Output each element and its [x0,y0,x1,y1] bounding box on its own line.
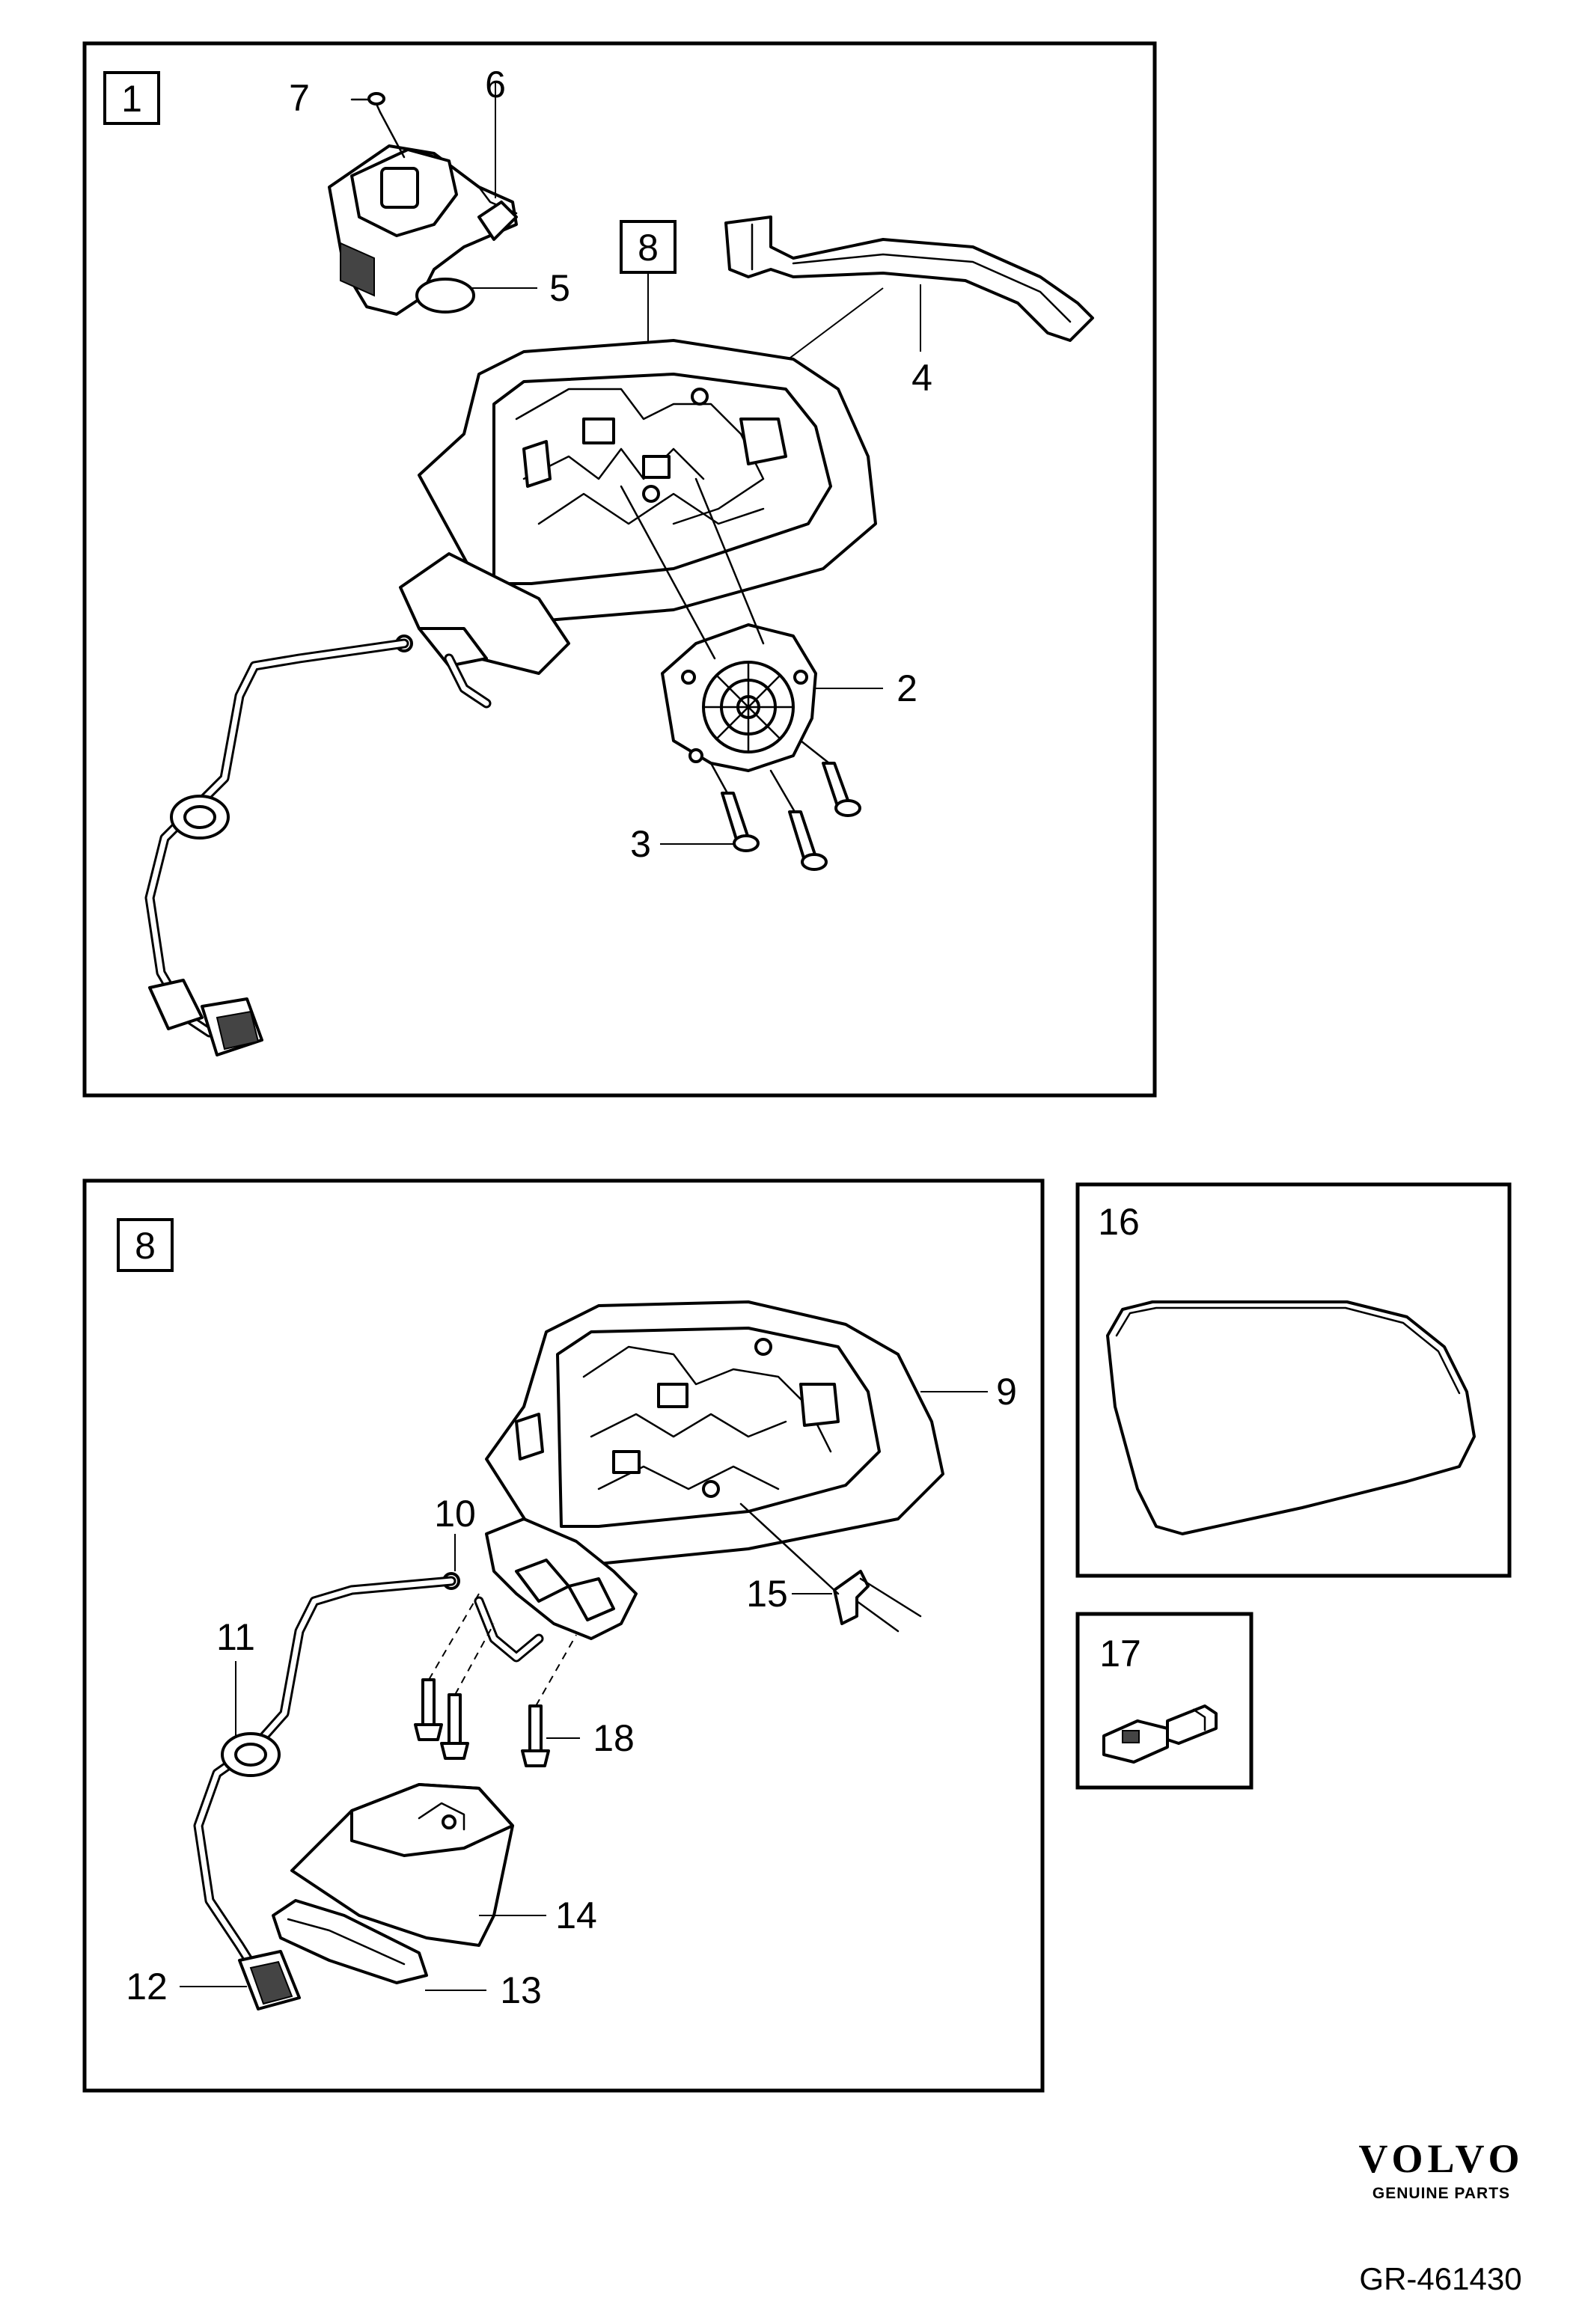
brand-block: VOLVO GENUINE PARTS GR-461430 [1359,2136,1524,2296]
callout-2: 2 [897,667,917,709]
callout-14: 14 [555,1895,597,1936]
group-label-8: 8 [135,1225,156,1267]
part-4-turn-signal[interactable] [724,215,1094,342]
part-2-mirror-motor[interactable] [661,623,817,772]
group-label-1: 1 [121,78,142,120]
panel-1-frame [82,41,1157,1098]
callout-12: 12 [126,1966,168,2007]
brand-tagline: GENUINE PARTS [1372,2185,1510,2202]
callout-7: 7 [289,77,310,119]
part-16-mirror-glass[interactable] [1106,1300,1476,1535]
callout-5: 5 [549,267,570,309]
callout-18: 18 [593,1717,635,1759]
callout-6: 6 [485,64,506,106]
group-label-8-ref: 8 [638,227,659,269]
part-17-connector[interactable] [1102,1704,1218,1764]
callout-9: 9 [996,1371,1017,1413]
panel-17: 17 [1075,1612,1253,1790]
part-14-base-cover[interactable] [290,1783,514,1947]
group-box-8 [117,1218,174,1272]
diagram-reference: GR-461430 [1359,2261,1521,2296]
callout-10: 10 [434,1493,476,1535]
mirror-housing-assembly[interactable] [418,339,877,623]
panel-17-frame [1075,1612,1253,1790]
panel-1: 1 7 6 5 8 [82,41,1157,1098]
callout-13: 13 [500,1969,542,2011]
part-6-bracket[interactable] [328,111,518,316]
brand-logo: VOLVO [1359,2136,1524,2181]
callout-3: 3 [630,823,651,865]
panel-8-frame [82,1178,1045,2093]
group-box-1 [103,71,160,125]
part-3-screws[interactable] [709,739,861,871]
part-18-bolts[interactable] [414,1593,577,1767]
callout-17: 17 [1099,1633,1141,1675]
part-12-connector[interactable] [238,1950,301,2010]
part-7-screw[interactable] [350,92,385,114]
panel-8: 8 9 15 [82,1178,1045,2093]
callout-11: 11 [216,1616,255,1658]
part-9-mirror-housing[interactable] [485,1300,944,1565]
wiring-harness-1[interactable] [144,638,492,1056]
callout-15: 15 [746,1573,788,1615]
callout-4: 4 [911,357,932,399]
part-13-gasket[interactable] [272,1899,428,1984]
panel-16-frame [1075,1182,1512,1578]
part-11-wiring-harness[interactable] [193,1576,544,1981]
panel-16: 16 [1075,1182,1512,1578]
part-5-motor-base[interactable] [415,278,475,314]
part-15-clip[interactable] [739,1502,922,1633]
callout-16: 16 [1098,1201,1140,1243]
